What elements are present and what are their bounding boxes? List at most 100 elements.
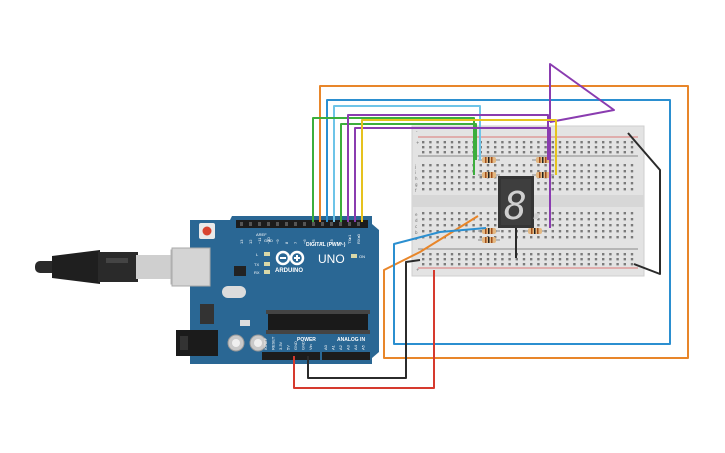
breadboard-hole[interactable] — [602, 141, 605, 144]
breadboard-hole[interactable] — [472, 224, 475, 227]
breadboard-hole[interactable] — [587, 263, 590, 266]
breadboard-hole[interactable] — [587, 170, 590, 173]
breadboard-hole[interactable] — [494, 182, 497, 185]
breadboard-hole[interactable] — [429, 182, 432, 185]
breadboard-hole[interactable] — [501, 164, 504, 167]
breadboard-hole[interactable] — [544, 253, 547, 256]
breadboard-hole[interactable] — [472, 236, 475, 239]
breadboard-hole[interactable] — [558, 182, 562, 185]
breadboard-hole[interactable] — [515, 258, 518, 261]
breadboard-hole[interactable] — [630, 182, 634, 185]
breadboard-hole[interactable] — [479, 258, 482, 261]
breadboard-hole[interactable] — [429, 212, 432, 215]
breadboard-hole[interactable] — [566, 212, 569, 215]
breadboard-hole[interactable] — [580, 236, 583, 239]
breadboard-hole[interactable] — [551, 188, 554, 191]
breadboard-hole[interactable] — [616, 224, 619, 227]
breadboard-hole[interactable] — [494, 253, 497, 256]
breadboard-hole[interactable] — [630, 224, 634, 227]
breadboard-hole[interactable] — [594, 224, 598, 227]
breadboard-hole[interactable] — [623, 141, 626, 144]
breadboard-hole[interactable] — [623, 188, 626, 191]
resistor-icon[interactable] — [478, 157, 554, 243]
breadboard-hole[interactable] — [602, 263, 605, 266]
breadboard-hole[interactable] — [630, 258, 634, 261]
breadboard-hole[interactable] — [594, 263, 598, 266]
breadboard-hole[interactable] — [587, 212, 590, 215]
breadboard-hole[interactable] — [630, 236, 634, 239]
breadboard-hole[interactable] — [458, 176, 461, 179]
breadboard-hole[interactable] — [537, 218, 540, 221]
breadboard-hole[interactable] — [530, 146, 533, 149]
breadboard-hole[interactable] — [609, 236, 612, 239]
breadboard-hole[interactable] — [551, 230, 554, 233]
breadboard-hole[interactable] — [443, 224, 446, 227]
breadboard-hole[interactable] — [458, 164, 461, 167]
breadboard-hole[interactable] — [429, 224, 432, 227]
breadboard-hole[interactable] — [422, 230, 425, 233]
breadboard-hole[interactable] — [465, 218, 468, 221]
breadboard-hole[interactable] — [551, 164, 554, 167]
breadboard-hole[interactable] — [609, 146, 612, 149]
breadboard-hole[interactable] — [630, 253, 634, 256]
breadboard-hole[interactable] — [623, 146, 626, 149]
breadboard-hole[interactable] — [522, 164, 526, 167]
breadboard-hole[interactable] — [508, 141, 511, 144]
breadboard-hole[interactable] — [458, 258, 461, 261]
breadboard-hole[interactable] — [494, 263, 497, 266]
breadboard-hole[interactable] — [465, 224, 468, 227]
breadboard-hole[interactable] — [587, 164, 590, 167]
breadboard-hole[interactable] — [609, 224, 612, 227]
breadboard-hole[interactable] — [537, 170, 540, 173]
breadboard-hole[interactable] — [443, 170, 446, 173]
breadboard-hole[interactable] — [486, 182, 490, 185]
breadboard-hole[interactable] — [566, 263, 569, 266]
breadboard-hole[interactable] — [602, 176, 605, 179]
breadboard-hole[interactable] — [587, 182, 590, 185]
breadboard-hole[interactable] — [443, 218, 446, 221]
breadboard-hole[interactable] — [580, 151, 583, 154]
breadboard-hole[interactable] — [587, 146, 590, 149]
breadboard-hole[interactable] — [422, 141, 425, 144]
breadboard-hole[interactable] — [486, 258, 490, 261]
breadboard-hole[interactable] — [494, 218, 497, 221]
breadboard-hole[interactable] — [486, 253, 490, 256]
breadboard-hole[interactable] — [458, 141, 461, 144]
breadboard-hole[interactable] — [472, 182, 475, 185]
breadboard-hole[interactable] — [609, 182, 612, 185]
breadboard-hole[interactable] — [472, 188, 475, 191]
breadboard-hole[interactable] — [501, 230, 504, 233]
breadboard-hole[interactable] — [580, 230, 583, 233]
breadboard-hole[interactable] — [522, 146, 526, 149]
breadboard-hole[interactable] — [436, 258, 439, 261]
breadboard-hole[interactable] — [594, 188, 598, 191]
breadboard-hole[interactable] — [616, 263, 619, 266]
breadboard-hole[interactable] — [616, 253, 619, 256]
breadboard-hole[interactable] — [537, 188, 540, 191]
breadboard-hole[interactable] — [494, 170, 497, 173]
breadboard-hole[interactable] — [566, 141, 569, 144]
breadboard-hole[interactable] — [573, 146, 576, 149]
breadboard-hole[interactable] — [630, 151, 634, 154]
breadboard-hole[interactable] — [580, 258, 583, 261]
breadboard-hole[interactable] — [522, 236, 526, 239]
breadboard-hole[interactable] — [522, 263, 526, 266]
breadboard-hole[interactable] — [508, 146, 511, 149]
breadboard-hole[interactable] — [436, 164, 439, 167]
breadboard-hole[interactable] — [458, 170, 461, 173]
breadboard-hole[interactable] — [450, 236, 454, 239]
breadboard-hole[interactable] — [479, 253, 482, 256]
breadboard-hole[interactable] — [558, 141, 562, 144]
breadboard-hole[interactable] — [623, 212, 626, 215]
breadboard-hole[interactable] — [544, 146, 547, 149]
breadboard-hole[interactable] — [594, 182, 598, 185]
breadboard-hole[interactable] — [458, 224, 461, 227]
breadboard-hole[interactable] — [602, 164, 605, 167]
breadboard-hole[interactable] — [580, 224, 583, 227]
breadboard-hole[interactable] — [594, 258, 598, 261]
breadboard-hole[interactable] — [450, 170, 454, 173]
breadboard-hole[interactable] — [566, 258, 569, 261]
breadboard-hole[interactable] — [602, 146, 605, 149]
breadboard-hole[interactable] — [630, 170, 634, 173]
breadboard-hole[interactable] — [551, 170, 554, 173]
